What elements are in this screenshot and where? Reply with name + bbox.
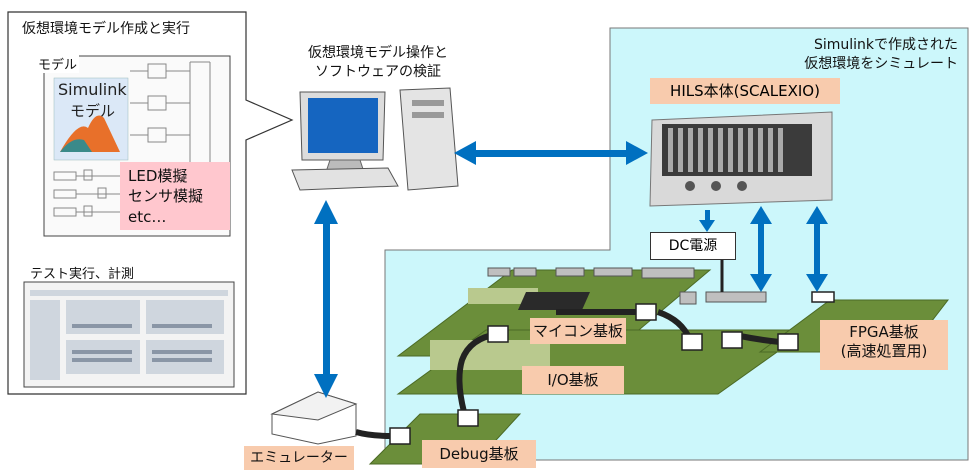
model-item-sensor: センサ模擬	[128, 187, 204, 206]
left-panel-title: 仮想環境モデル作成と実行	[22, 21, 190, 37]
fpga-board-label-line1: FPGA基板	[849, 323, 919, 341]
emulator-icon	[270, 391, 358, 445]
pc-icon	[291, 87, 459, 191]
pc-label-line2: ソフトウェアの検証	[315, 63, 441, 80]
pc-label-line1: 仮想環境モデル操作と	[308, 45, 448, 61]
io-board-label: I/O基板	[522, 366, 624, 394]
model-item-led: LED模擬	[128, 167, 188, 185]
dc-power-label: DC電源	[650, 232, 736, 260]
test-label: テスト実行、計測	[30, 267, 135, 282]
sim-area-title-line1: Simulinkで作成された	[813, 37, 958, 53]
sim-area-title-line2: 仮想環境をシミュレート	[804, 55, 958, 72]
fpga-board-label: FPGA基板 (高速処置用)	[820, 320, 948, 370]
hils-label: HILS本体(SCALEXIO)	[650, 78, 840, 104]
hils-device	[649, 111, 833, 207]
emulator-label: エミュレーター	[244, 446, 354, 470]
model-item-etc: etc…	[128, 207, 167, 226]
fpga-board-label-line2: (高速処置用)	[840, 341, 928, 360]
simulink-label-1: Simulink	[58, 80, 127, 99]
model-items-box: LED模擬 センサ模擬 etc…	[120, 162, 230, 230]
simulink-label-2: モデル	[70, 102, 116, 120]
debug-board-label: Debug基板	[422, 440, 536, 468]
mcu-board-label: マイコン基板	[530, 318, 626, 344]
model-label: モデル	[36, 54, 80, 73]
pc-label: 仮想環境モデル操作と ソフトウェアの検証	[300, 44, 456, 82]
sim-area-title: Simulinkで作成された 仮想環境をシミュレート	[760, 36, 958, 74]
